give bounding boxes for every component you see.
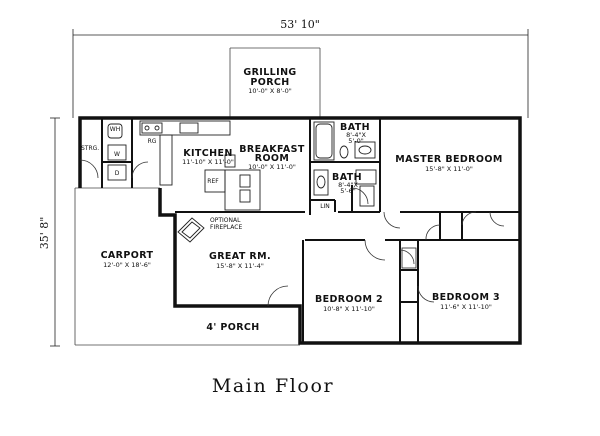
fireplace-label-1: OPTIONAL [210,217,241,224]
carport-label: CARPORT [101,250,154,261]
great-room-label: GREAT RM. [209,251,271,262]
bath-fixtures [313,121,377,207]
great-room-dims: 15'-8" X 11'-4" [216,262,264,270]
bath1-dims-2: 5'-0" [348,137,363,145]
bath2-label: BATH [332,172,362,183]
porch-label: 4' PORCH [206,322,259,333]
master-bedroom-dims: 15'-8" X 11'-0" [425,165,473,173]
bedroom2-label: BEDROOM 2 [315,294,383,305]
dryer-label: D [115,170,120,177]
fireplace-label-2: FIREPLACE [210,224,242,231]
washer-label: W [114,151,120,158]
closet-shelf [401,247,417,269]
kitchen-dims: 11'-10" X 11'-0" [182,158,234,166]
plan-title: Main Floor [212,375,334,397]
bedroom3-label: BEDROOM 3 [432,292,500,303]
master-bedroom-label: MASTER BEDROOM [395,154,502,165]
interior-walls [101,118,520,343]
kitchen-fixtures [107,120,261,211]
grilling-porch-dims: 10'-0" X 8'-0" [248,87,292,95]
storage-label: STRG. [81,145,99,152]
range-label: RG [148,138,157,145]
carport-dims: 12'-0" X 18'-6" [103,261,151,269]
breakfast-label-1: BREAKFAST [239,144,305,155]
breakfast-label-2: ROOM [255,153,290,164]
grilling-porch-outline [229,47,321,118]
bath2-dims-2: 5'-6" [340,187,355,195]
grilling-porch-label-2: PORCH [250,77,289,88]
exterior-walls [78,116,522,345]
door-swings [79,159,505,307]
water-heater-label: WH [110,126,120,133]
grilling-porch-label-1: GRILLING [243,67,296,78]
refrigerator-label: REF [207,178,219,185]
fireplace [177,217,205,243]
kitchen-label: KITCHEN [183,148,233,159]
linen-closet-label: LIN [320,203,330,210]
bath1-dims-1: 8'-4"X [346,131,366,139]
bedroom2-dims: 10'-8" X 11'-10" [323,305,375,313]
breakfast-dims: 10'-0" X 11'-0" [248,163,296,171]
overall-depth-dimension [50,117,60,347]
overall-width-label: 53' 10" [280,18,320,31]
carport-outline [74,187,300,346]
bath2-dims-1: 8'-4"X [338,181,358,189]
bedroom3-dims: 11'-6" X 11'-10" [440,303,492,311]
bath1-label: BATH [340,122,370,133]
overall-width-dimension [72,29,529,118]
overall-depth-label: 35' 8" [38,217,51,250]
